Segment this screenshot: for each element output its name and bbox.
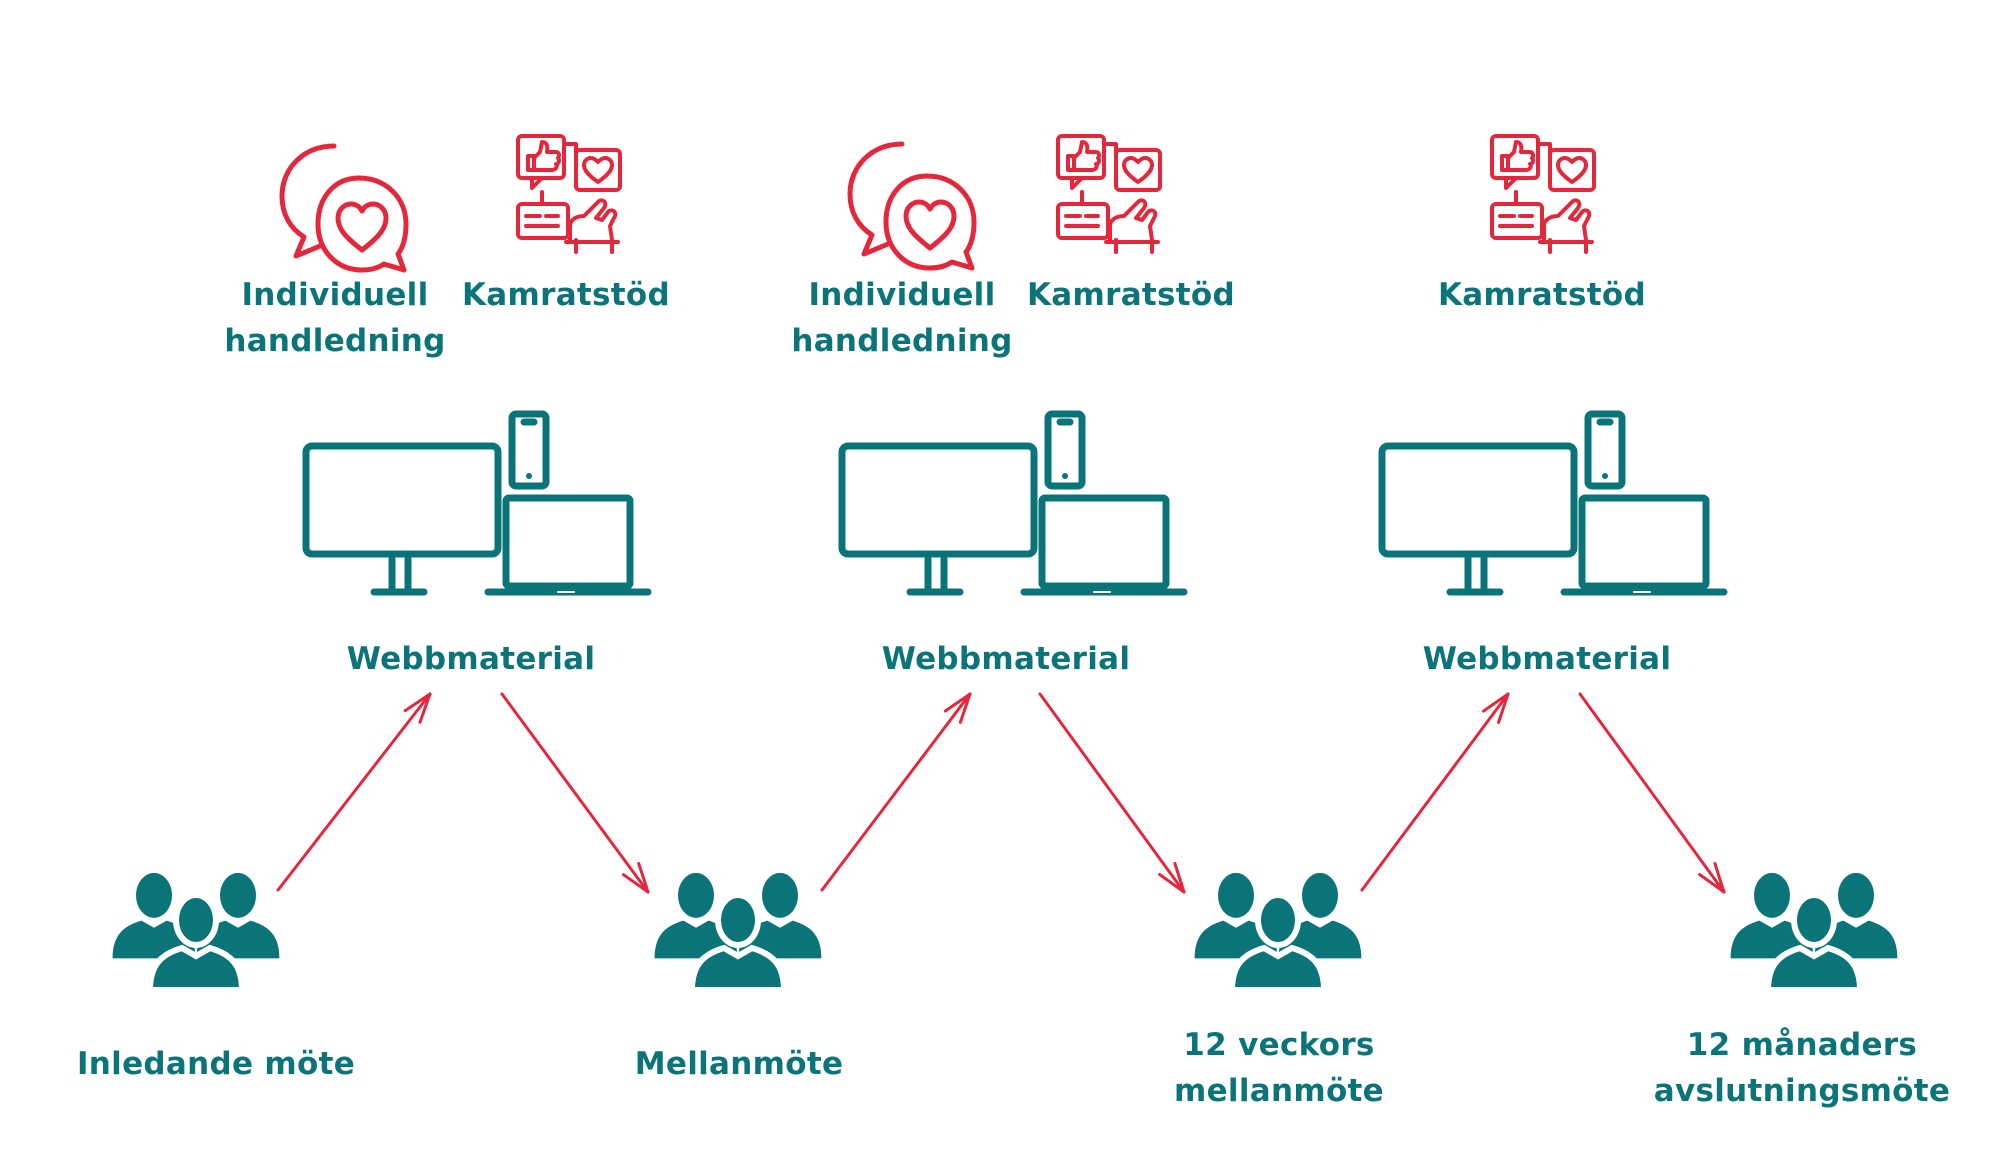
web-material-label-1: Webbmaterial <box>346 641 596 677</box>
thumbs-up-chat-icon <box>1490 134 1596 254</box>
heart-chat-icon <box>279 143 409 273</box>
arrow-up-1 <box>276 692 432 892</box>
heart-chat-icon <box>847 141 977 271</box>
arrow-down-2 <box>1038 692 1186 894</box>
group-icon <box>1730 872 1898 993</box>
meeting-label-2: Mellanmöte <box>634 1046 844 1082</box>
arrow-down-3 <box>1578 692 1726 894</box>
group-icon <box>654 872 822 993</box>
devices-icon <box>1378 410 1728 596</box>
thumbs-up-chat-icon <box>516 134 622 254</box>
support-label-peer-1: Kamratstöd <box>461 277 671 313</box>
arrow-up-3 <box>1360 692 1510 892</box>
group-icon <box>1194 872 1362 993</box>
arrow-up-2 <box>820 692 972 892</box>
devices-icon <box>838 410 1188 596</box>
support-label-peer-2: Kamratstöd <box>1026 277 1236 313</box>
web-material-label-3: Webbmaterial <box>1422 641 1672 677</box>
web-material-label-2: Webbmaterial <box>881 641 1131 677</box>
arrow-down-1 <box>500 692 650 894</box>
support-label-peer-3: Kamratstöd <box>1437 277 1647 313</box>
thumbs-up-chat-icon <box>1056 134 1162 254</box>
group-icon <box>112 872 280 993</box>
devices-icon <box>302 410 652 596</box>
meeting-label-1: Inledande möte <box>76 1046 356 1082</box>
